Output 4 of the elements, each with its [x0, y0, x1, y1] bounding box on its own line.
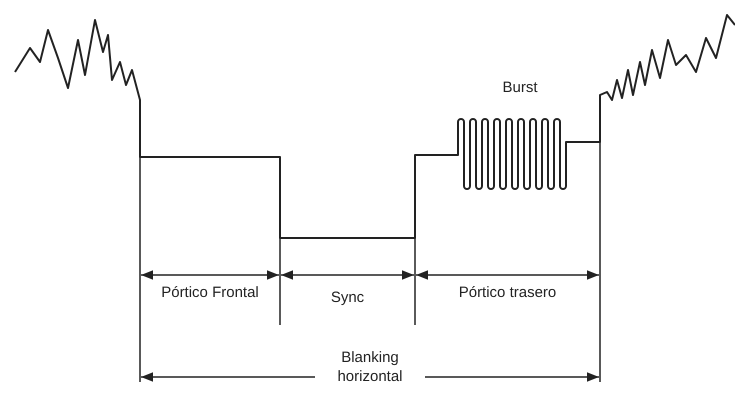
dimension-label: Pórtico trasero [458, 283, 558, 302]
dimension-label: Sync [330, 288, 366, 307]
dimension-label: Pórtico Frontal [160, 283, 260, 302]
burst-label: Burst [501, 78, 538, 97]
